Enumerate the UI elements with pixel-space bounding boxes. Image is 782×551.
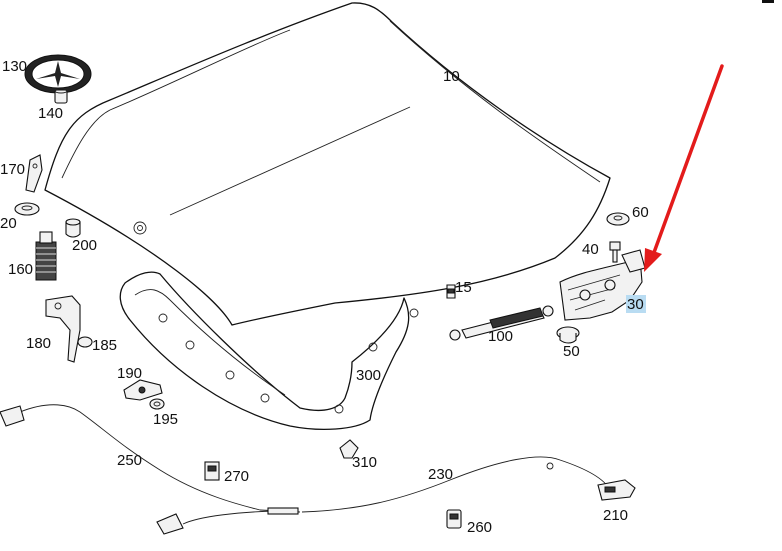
label-185: 185 xyxy=(92,337,117,354)
washer-part-20 xyxy=(14,202,40,216)
clip-part-140 xyxy=(54,88,68,104)
grommet-part-50 xyxy=(556,326,580,344)
label-300: 300 xyxy=(356,367,381,384)
bracket-part-180 xyxy=(45,295,81,363)
bracket-part-190 xyxy=(123,379,163,401)
lock-part-160 xyxy=(35,231,57,281)
label-210: 210 xyxy=(603,507,628,524)
label-270: 270 xyxy=(224,468,249,485)
bolt-part-40 xyxy=(609,241,621,263)
emblem-part-130 xyxy=(24,54,92,94)
clip-part-260 xyxy=(446,509,462,529)
washer-part-60 xyxy=(606,212,630,226)
cable-part-230 xyxy=(301,456,611,513)
label-100: 100 xyxy=(488,328,513,345)
label-310: 310 xyxy=(352,454,377,471)
label-60: 60 xyxy=(632,204,649,221)
clip-part-15 xyxy=(446,284,456,299)
label-40: 40 xyxy=(582,241,599,258)
label-170: 170 xyxy=(0,161,25,178)
label-30: 30 xyxy=(627,296,644,313)
label-260: 260 xyxy=(467,519,492,536)
label-190: 190 xyxy=(117,365,142,382)
label-250: 250 xyxy=(117,452,142,469)
red-arrow xyxy=(644,64,724,272)
label-50: 50 xyxy=(563,343,580,360)
label-15: 15 xyxy=(455,279,472,296)
highlight-box xyxy=(626,295,646,313)
label-195: 195 xyxy=(153,411,178,428)
gas-strut-part-100 xyxy=(449,305,554,341)
label-200: 200 xyxy=(72,237,97,254)
label-10: 10 xyxy=(443,68,460,85)
holder-part-270 xyxy=(204,461,220,481)
handle-part-210 xyxy=(597,479,636,501)
hinge-part-30 xyxy=(559,249,646,321)
label-20: 20 xyxy=(0,215,17,232)
bumper-part-200 xyxy=(65,218,81,238)
nut-part-195 xyxy=(149,398,165,410)
label-130: 130 xyxy=(2,58,27,75)
label-180: 180 xyxy=(26,335,51,352)
hood-part-10 xyxy=(44,2,611,326)
label-160: 160 xyxy=(8,261,33,278)
bracket-part-170 xyxy=(25,154,43,193)
corner-fragment xyxy=(762,0,774,3)
label-140: 140 xyxy=(38,105,63,122)
nut-part-185 xyxy=(77,336,93,348)
cable-part-250 xyxy=(0,404,301,535)
clip-part-310 xyxy=(339,439,359,459)
seal-part-300 xyxy=(119,271,419,431)
label-230: 230 xyxy=(428,466,453,483)
